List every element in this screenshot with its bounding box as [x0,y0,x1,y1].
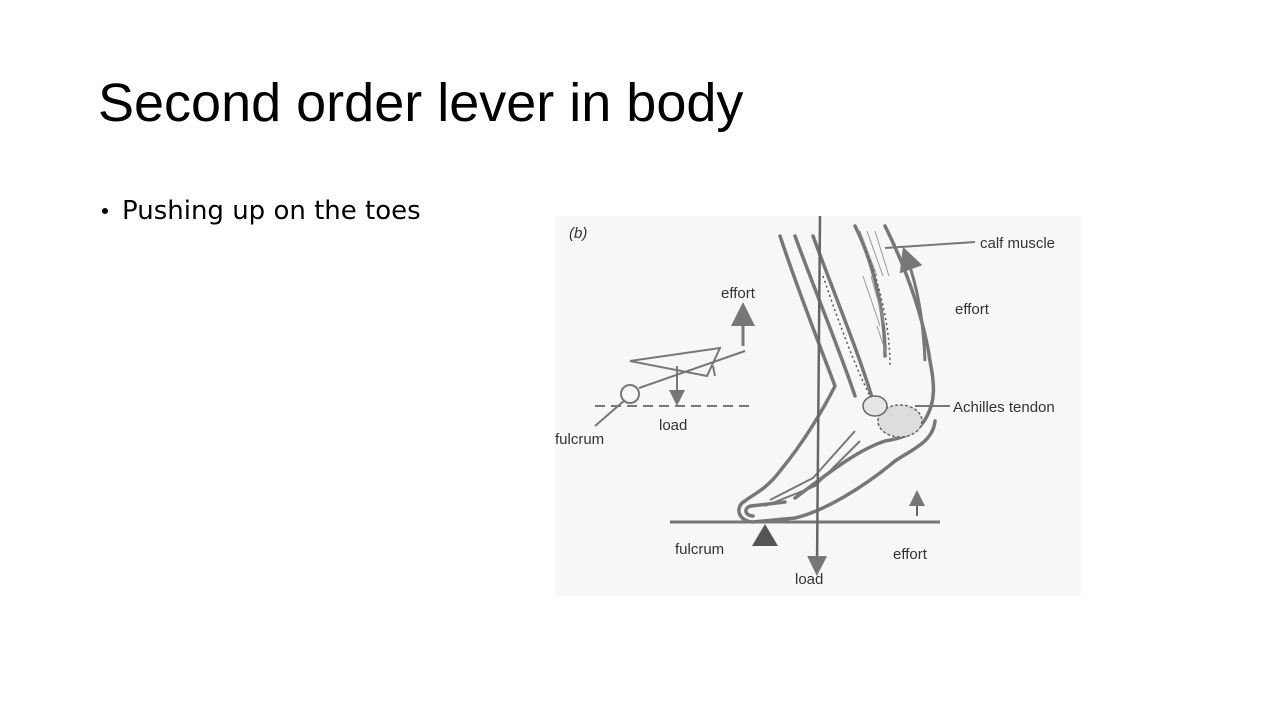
calf-muscle-label: calf muscle [980,235,1055,252]
fulcrum-main-label: fulcrum [675,541,724,558]
bullet-list: Pushing up on the toes [102,196,421,226]
metatarsal-line-2 [769,430,856,501]
bullet-dot-icon [102,208,108,214]
fulcrum-small-label: fulcrum [555,431,604,448]
shin-line-2 [811,234,875,403]
foot-lever-diagram: (b) effort load fulcrum [555,216,1081,596]
load-small-label: load [659,417,687,434]
bullet-text: Pushing up on the toes [122,196,421,226]
load-main-label: load [795,571,823,588]
calf-muscle-hatching [859,230,890,357]
diagram-svg: (b) effort load fulcrum [555,216,1055,588]
bullet-item: Pushing up on the toes [102,196,421,226]
effort-arrow-calf [899,246,927,362]
fulcrum-pointer-line [594,399,626,427]
shin-line-1 [793,234,857,398]
effort-small-label: effort [721,285,756,302]
effort-top-label: effort [955,301,990,318]
effort-main-label: effort [893,546,928,563]
toe-outline [744,500,787,518]
wheelbarrow-body [629,346,722,378]
slide-title: Second order lever in body [98,73,744,133]
heel-bone [862,395,923,438]
leg-front-outline [743,234,837,503]
leg-and-foot [737,224,937,524]
wheelbarrow-inset [594,302,755,427]
wheelbarrow-leg [712,365,716,377]
load-arrow-main [807,216,828,576]
wheel-circle [620,384,640,404]
achilles-label: Achilles tendon [953,399,1055,416]
calf-muscle-outline [853,224,887,358]
foot-sole-outline [737,419,937,524]
foot-bones [764,430,861,507]
tibia-dotted-line [822,275,871,397]
panel-label: (b) [569,225,587,242]
calf-muscle-pointer [884,241,976,249]
metatarsal-line-1 [764,440,861,507]
wheelbarrow-handle-line [638,350,746,389]
fulcrum-triangle [752,524,778,546]
calf-back-outline [793,224,936,500]
bone-dotted-lines [822,245,891,397]
